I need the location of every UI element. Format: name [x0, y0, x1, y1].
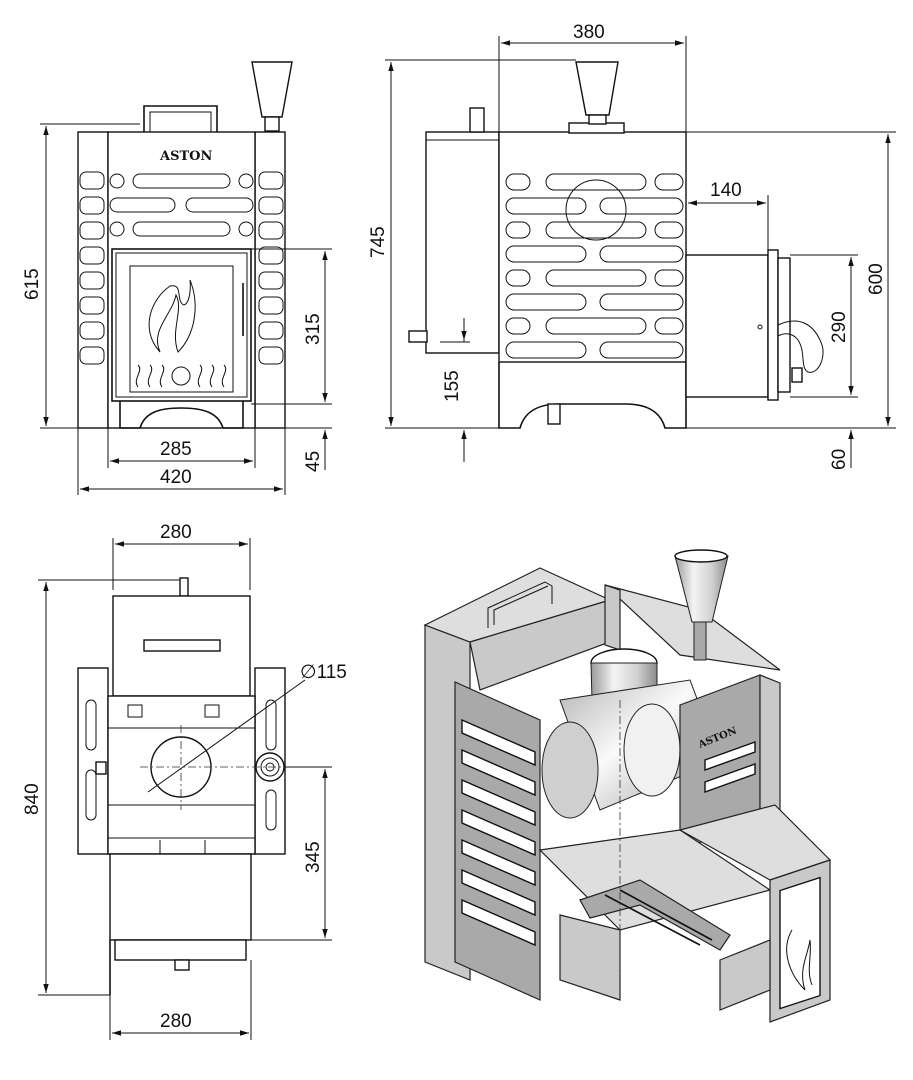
side-tap	[408, 330, 428, 343]
dim-top-width: 280	[160, 522, 192, 543]
front-flame-glass	[148, 279, 196, 353]
dim-front-outer-width: 420	[160, 467, 192, 488]
dim-top-total-depth: 840	[22, 783, 43, 815]
dim-side-top-width: 380	[573, 22, 605, 43]
iso-grate	[579, 879, 731, 951]
top-view	[77, 577, 300, 995]
side-chimney-cup	[575, 61, 619, 116]
dim-front-inner-width: 285	[160, 439, 192, 460]
dim-door-height: 315	[303, 313, 324, 345]
dim-tunnel-height: 290	[829, 311, 850, 343]
front-lid-handle	[143, 105, 218, 132]
dim-tunnel-depth: 140	[710, 180, 742, 201]
side-tunnel	[685, 254, 769, 398]
top-tunnel	[109, 853, 252, 941]
front-view: ASTON	[77, 61, 293, 429]
dim-side-bottom-offset: 155	[442, 370, 463, 402]
dim-tunnel-length: 345	[303, 841, 324, 873]
dim-bottom-width: 280	[160, 1011, 192, 1032]
dim-front-height: 615	[22, 268, 43, 300]
side-body	[498, 131, 687, 363]
top-dimensions: 280 840 ∅115 345 280	[22, 522, 347, 1040]
front-body	[107, 131, 256, 429]
side-tank	[425, 131, 500, 354]
dim-chimney-diameter: ∅115	[300, 662, 347, 683]
front-right-panel	[254, 131, 286, 429]
side-dimensions: 380 745 140 600 290 60 155	[368, 22, 896, 470]
top-left-panel	[77, 667, 109, 855]
side-view	[408, 61, 824, 429]
front-door	[111, 248, 252, 402]
dim-tunnel-bottom: 60	[829, 449, 850, 470]
dim-front-base: 45	[303, 451, 324, 472]
isometric-cutaway-view: ASTON	[423, 549, 832, 1023]
dim-side-total-height: 745	[368, 226, 389, 258]
front-logo: ASTON	[159, 149, 212, 164]
front-dimensions: 615 285 420 315 45	[22, 123, 332, 495]
side-door-handle	[777, 320, 824, 373]
dim-side-body-height: 600	[866, 263, 887, 295]
front-chimney-cup	[251, 61, 293, 118]
front-left-panel	[77, 131, 109, 429]
